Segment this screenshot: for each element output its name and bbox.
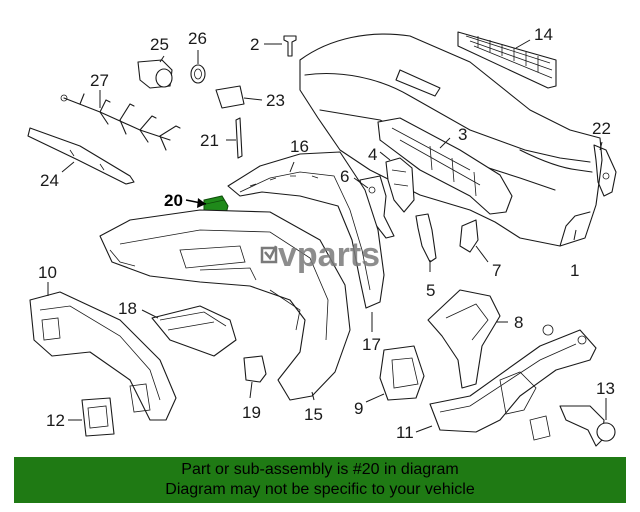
callout-25[interactable]: 25 <box>150 35 169 54</box>
part-24-wire-strip[interactable] <box>27 127 135 185</box>
part-13-tow-ball[interactable] <box>559 405 616 447</box>
part-3-absorber[interactable] <box>377 117 513 215</box>
part-23-sensor-housing[interactable] <box>215 85 245 109</box>
callout-18[interactable]: 18 <box>118 299 137 318</box>
part-5-bracket[interactable] <box>415 213 437 263</box>
part-4-bracket[interactable] <box>385 157 415 213</box>
part-12-plate[interactable] <box>81 397 115 437</box>
callout-13[interactable]: 13 <box>596 379 615 398</box>
callout-26[interactable]: 26 <box>188 29 207 48</box>
part-26-ring[interactable] <box>190 64 206 84</box>
callout-23[interactable]: 23 <box>266 91 285 110</box>
callout-21[interactable]: 21 <box>200 131 219 150</box>
part-11-tow-hitch[interactable] <box>429 324 597 441</box>
parts-diagram: vparts 1 2 3 4 <box>27 25 617 447</box>
part-9-plate-bracket[interactable] <box>379 345 425 401</box>
callout-6[interactable]: 6 <box>340 167 349 186</box>
footer-line-1: Part or sub-assembly is #20 in diagram <box>181 461 459 478</box>
part-16-17-reinforcement[interactable] <box>227 151 385 309</box>
callout-24[interactable]: 24 <box>40 171 59 190</box>
callout-27[interactable]: 27 <box>90 71 109 90</box>
part-27-wiring-harness[interactable] <box>60 93 181 151</box>
callout-19[interactable]: 19 <box>242 403 261 422</box>
callout-3[interactable]: 3 <box>458 125 467 144</box>
callout-5[interactable]: 5 <box>426 281 435 300</box>
footer-banner: Part or sub-assembly is #20 in diagram D… <box>14 457 626 503</box>
part-2-fastener[interactable] <box>283 35 297 57</box>
callout-11[interactable]: 11 <box>396 423 414 442</box>
part-18-bracket[interactable] <box>151 305 237 357</box>
part-25-parking-sensor[interactable] <box>137 59 173 89</box>
part-1-bumper-cover[interactable] <box>299 33 603 247</box>
callout-16[interactable]: 16 <box>290 137 309 156</box>
part-21-rod[interactable] <box>235 117 243 159</box>
callout-22[interactable]: 22 <box>592 119 611 138</box>
part-10-support[interactable] <box>29 291 177 421</box>
callout-9[interactable]: 9 <box>354 399 363 418</box>
callout-4[interactable]: 4 <box>368 145 377 164</box>
callout-12[interactable]: 12 <box>46 411 65 430</box>
callout-7[interactable]: 7 <box>492 261 501 280</box>
part-8-bracket[interactable] <box>427 289 501 389</box>
callout-2[interactable]: 2 <box>250 35 259 54</box>
callout-15[interactable]: 15 <box>304 405 323 424</box>
part-22-side-bracket[interactable] <box>593 144 617 197</box>
callout-14[interactable]: 14 <box>534 25 553 44</box>
callout-17[interactable]: 17 <box>362 335 381 354</box>
watermark: vparts <box>260 236 380 274</box>
callout-1[interactable]: 1 <box>570 261 579 280</box>
watermark-text: vparts <box>278 236 380 274</box>
callout-labels: 1 2 3 4 5 6 7 8 9 10 11 12 13 14 15 16 1… <box>38 25 615 442</box>
leader-lines <box>47 39 607 433</box>
part-14-trim-strip[interactable] <box>457 31 557 89</box>
part-7-bracket[interactable] <box>459 219 479 253</box>
callout-10[interactable]: 10 <box>38 263 57 282</box>
callout-8[interactable]: 8 <box>514 313 523 332</box>
part-19-clip[interactable] <box>243 355 267 383</box>
footer-line-2: Diagram may not be specific to your vehi… <box>165 481 475 498</box>
callout-20[interactable]: 20 <box>164 191 183 210</box>
part-15-lower-bumper[interactable] <box>99 209 351 401</box>
